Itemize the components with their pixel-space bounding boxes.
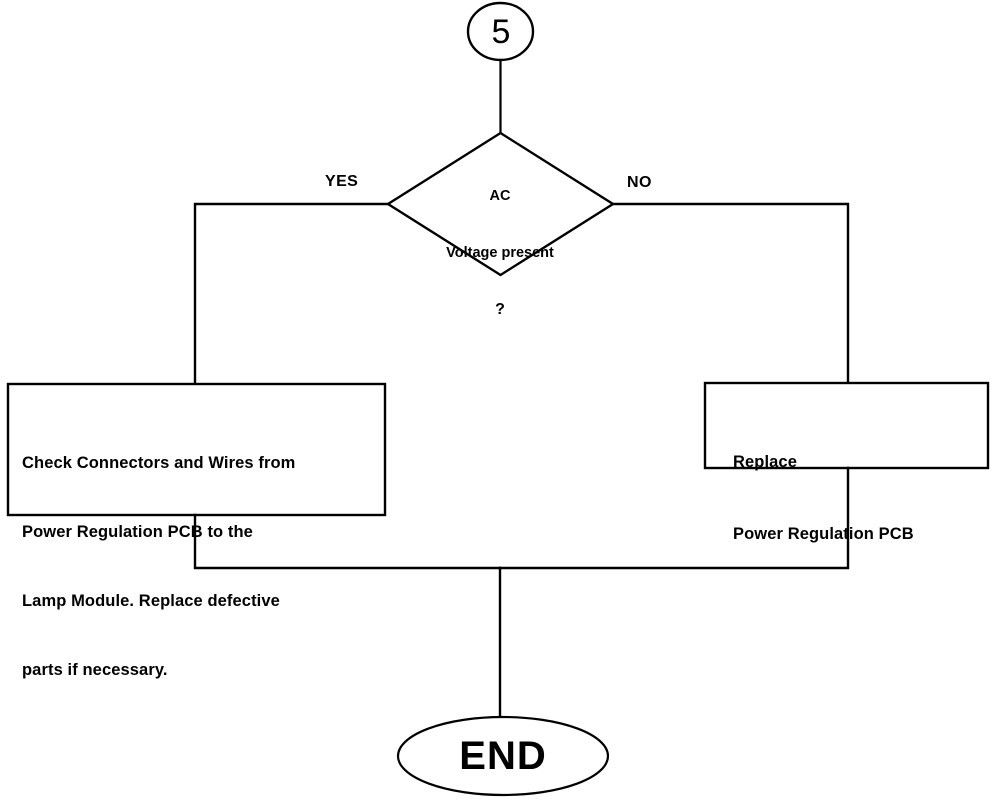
decision-line-2: Voltage present bbox=[446, 244, 554, 261]
process-left-line-3: Lamp Module. Replace defective bbox=[22, 592, 280, 610]
decision-line-3: ? bbox=[495, 301, 505, 318]
process-right-line-1: Replace bbox=[733, 453, 797, 471]
connector-circle-label: 5 bbox=[491, 13, 511, 51]
process-left-line-2: Power Regulation PCB to the bbox=[22, 523, 253, 541]
edge-label-yes: YES bbox=[325, 173, 359, 190]
decision-line-1: AC bbox=[489, 188, 511, 204]
decision-diamond-shape bbox=[385, 131, 616, 277]
edge-yes-branch bbox=[193, 202, 390, 386]
process-box-left-text: Check Connectors and Wires from Power Re… bbox=[22, 406, 372, 728]
end-terminator-shape bbox=[396, 715, 610, 797]
decision-node-text: AC Voltage present ? bbox=[400, 160, 600, 347]
process-left-line-1: Check Connectors and Wires from bbox=[22, 454, 296, 472]
process-box-right-text: Replace Power Regulation PCB bbox=[733, 402, 983, 594]
process-left-line-4: parts if necessary. bbox=[22, 661, 168, 679]
edge-no-branch bbox=[611, 202, 850, 385]
edge-right-box-to-merge bbox=[498, 466, 850, 570]
edge-label-no: NO bbox=[627, 174, 652, 191]
edge-left-box-to-merge bbox=[193, 513, 502, 570]
process-right-line-2: Power Regulation PCB bbox=[733, 525, 914, 543]
end-terminator-label: END bbox=[459, 734, 547, 778]
process-box-left-shape bbox=[6, 382, 387, 517]
process-box-right-shape bbox=[703, 381, 990, 470]
